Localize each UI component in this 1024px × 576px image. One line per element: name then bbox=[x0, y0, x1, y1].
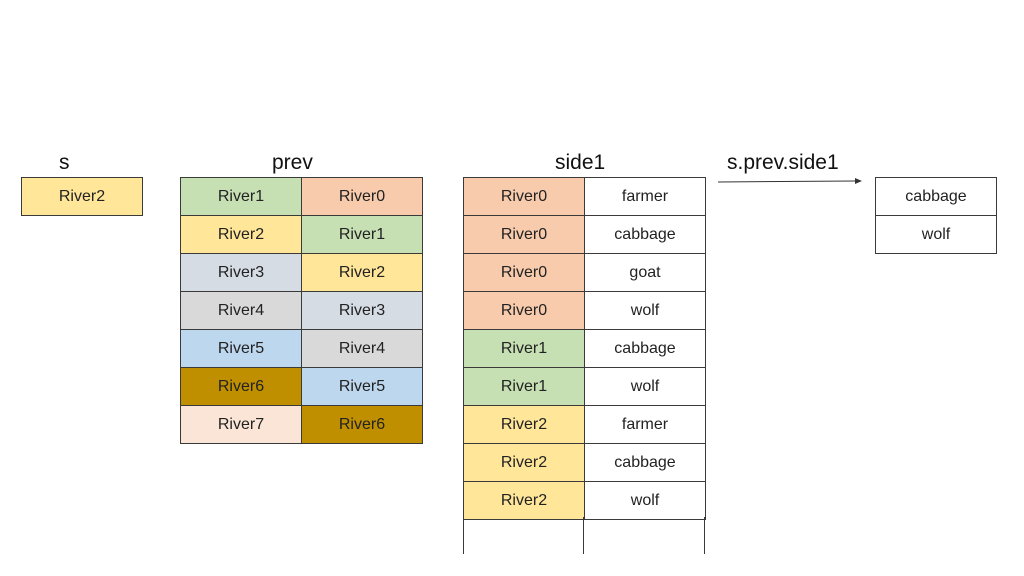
side1-continuation-line-left bbox=[463, 517, 464, 554]
table-cell: River0 bbox=[463, 177, 585, 216]
table-cell: River2 bbox=[463, 481, 585, 520]
table-cell: River2 bbox=[463, 405, 585, 444]
table-cell: farmer bbox=[584, 177, 706, 216]
side1-continuation-line-mid bbox=[583, 517, 584, 554]
table-cell: wolf bbox=[875, 215, 997, 254]
table-cell: River7 bbox=[180, 405, 302, 444]
table-row: River2 bbox=[21, 177, 143, 216]
table-row: cabbage bbox=[875, 177, 997, 216]
table-cell: wolf bbox=[584, 367, 706, 406]
side1-heading: side1 bbox=[555, 151, 606, 174]
table-cell: cabbage bbox=[584, 215, 706, 254]
table-cell: River4 bbox=[180, 291, 302, 330]
table-cell: River5 bbox=[301, 367, 423, 406]
table-cell: River6 bbox=[180, 367, 302, 406]
table-cell: farmer bbox=[584, 405, 706, 444]
table-cell: River5 bbox=[180, 329, 302, 368]
table-cell: cabbage bbox=[875, 177, 997, 216]
table-cell: River1 bbox=[463, 329, 585, 368]
table-cell: River2 bbox=[463, 443, 585, 482]
table-cell: River2 bbox=[301, 253, 423, 292]
table-cell: River1 bbox=[463, 367, 585, 406]
prev-heading: prev bbox=[272, 151, 313, 174]
table-cell: River6 bbox=[301, 405, 423, 444]
table-cell: River1 bbox=[301, 215, 423, 254]
table-cell: goat bbox=[584, 253, 706, 292]
table-row: wolf bbox=[875, 215, 997, 254]
table-cell: River1 bbox=[180, 177, 302, 216]
table-cell: River0 bbox=[463, 253, 585, 292]
path-heading: s.prev.side1 bbox=[727, 151, 839, 174]
side1-continuation-line-right bbox=[704, 517, 705, 554]
table-cell: River3 bbox=[180, 253, 302, 292]
table-cell: River0 bbox=[463, 215, 585, 254]
table-cell: River2 bbox=[180, 215, 302, 254]
table-cell: River0 bbox=[301, 177, 423, 216]
table-cell: River3 bbox=[301, 291, 423, 330]
table-cell: cabbage bbox=[584, 329, 706, 368]
s-heading: s bbox=[59, 151, 70, 174]
s-table: River2 bbox=[21, 177, 143, 216]
s-cell: River2 bbox=[21, 177, 143, 216]
table-cell: cabbage bbox=[584, 443, 706, 482]
table-cell: wolf bbox=[584, 481, 706, 520]
table-cell: River4 bbox=[301, 329, 423, 368]
table-cell: wolf bbox=[584, 291, 706, 330]
table-cell: River0 bbox=[463, 291, 585, 330]
arrow-icon bbox=[717, 178, 862, 184]
